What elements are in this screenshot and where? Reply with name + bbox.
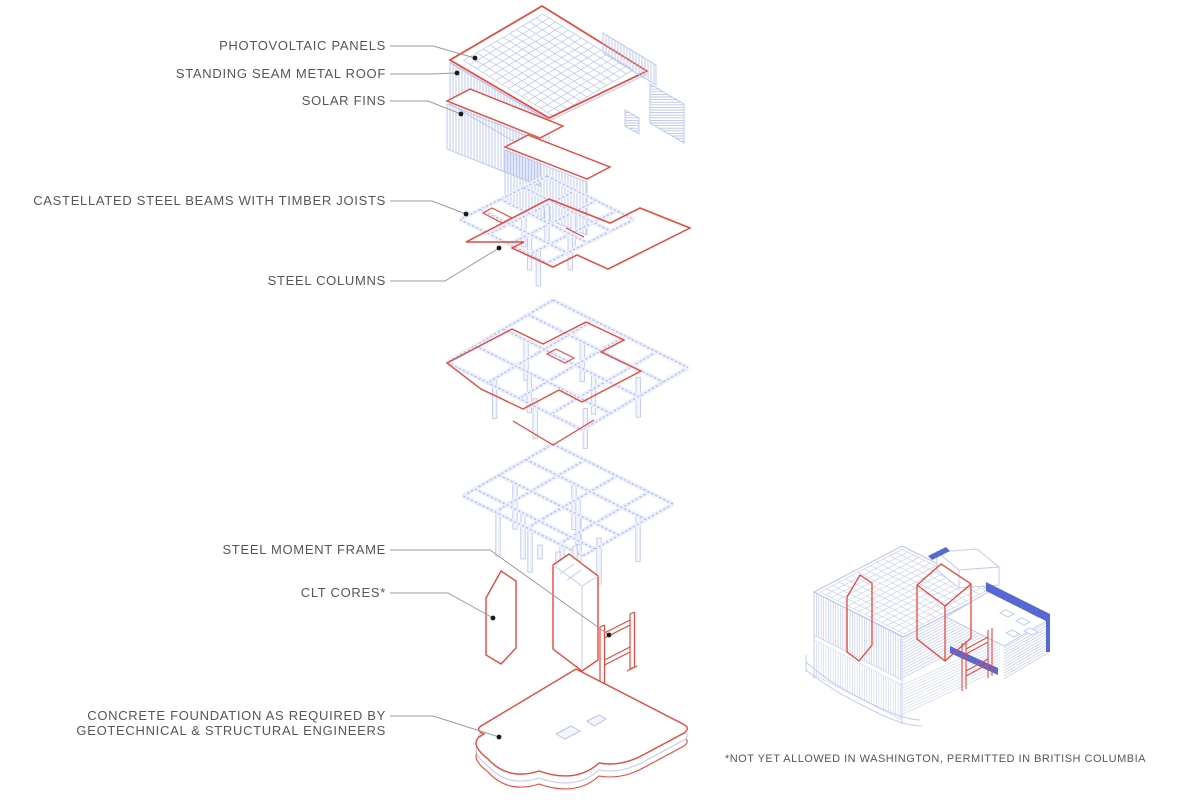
- building-base-curve: [805, 661, 923, 727]
- castellated-beam-deck-2: [445, 297, 690, 449]
- leader-lines: [390, 45, 612, 740]
- solar-fin-band-1: [445, 88, 565, 139]
- building-right-wing-roof: [944, 590, 1050, 647]
- deck3-red-corner: [512, 419, 595, 446]
- deck1-red-outline: [465, 198, 692, 270]
- label-photovoltaic-panels: PHOTOVOLTAIC PANELS: [219, 38, 386, 53]
- label-standing-seam-metal-roof: STANDING SEAM METAL ROOF: [175, 66, 386, 81]
- foundation: [475, 668, 688, 790]
- deck2-red-outline: [445, 321, 643, 410]
- label-castellated-steel-beams: CASTELLATED STEEL BEAMS WITH TIMBER JOIS…: [33, 193, 386, 208]
- label-clt-cores: CLT CORES*: [300, 585, 386, 600]
- building-red-cores: [846, 563, 972, 662]
- label-concrete-foundation-line1: CONCRETE FOUNDATION AS REQUIRED BY: [87, 708, 386, 723]
- clt-core-left: [485, 569, 517, 665]
- label-solar-fins: SOLAR FINS: [301, 93, 386, 108]
- footnote-text: *NOT YET ALLOWED IN WASHINGTON, PERMITTE…: [724, 753, 1146, 765]
- roof-layer: [445, 5, 685, 236]
- clt-core-center: [552, 553, 599, 672]
- solar-fin-band-2: [503, 134, 612, 180]
- label-steel-moment-frame: STEEL MOMENT FRAME: [222, 542, 386, 557]
- assembled-building-axon: [805, 545, 1050, 727]
- building-red-frame: [961, 628, 993, 691]
- label-steel-columns: STEEL COLUMNS: [267, 273, 386, 288]
- label-concrete-foundation-line2: GEOTECHNICAL & STRUCTURAL ENGINEERS: [76, 723, 386, 738]
- label-concrete-foundation: CONCRETE FOUNDATION AS REQUIRED BY GEOTE…: [76, 708, 386, 738]
- castellated-beam-deck-3: [461, 441, 675, 589]
- castellated-beam-deck-1: [458, 173, 636, 287]
